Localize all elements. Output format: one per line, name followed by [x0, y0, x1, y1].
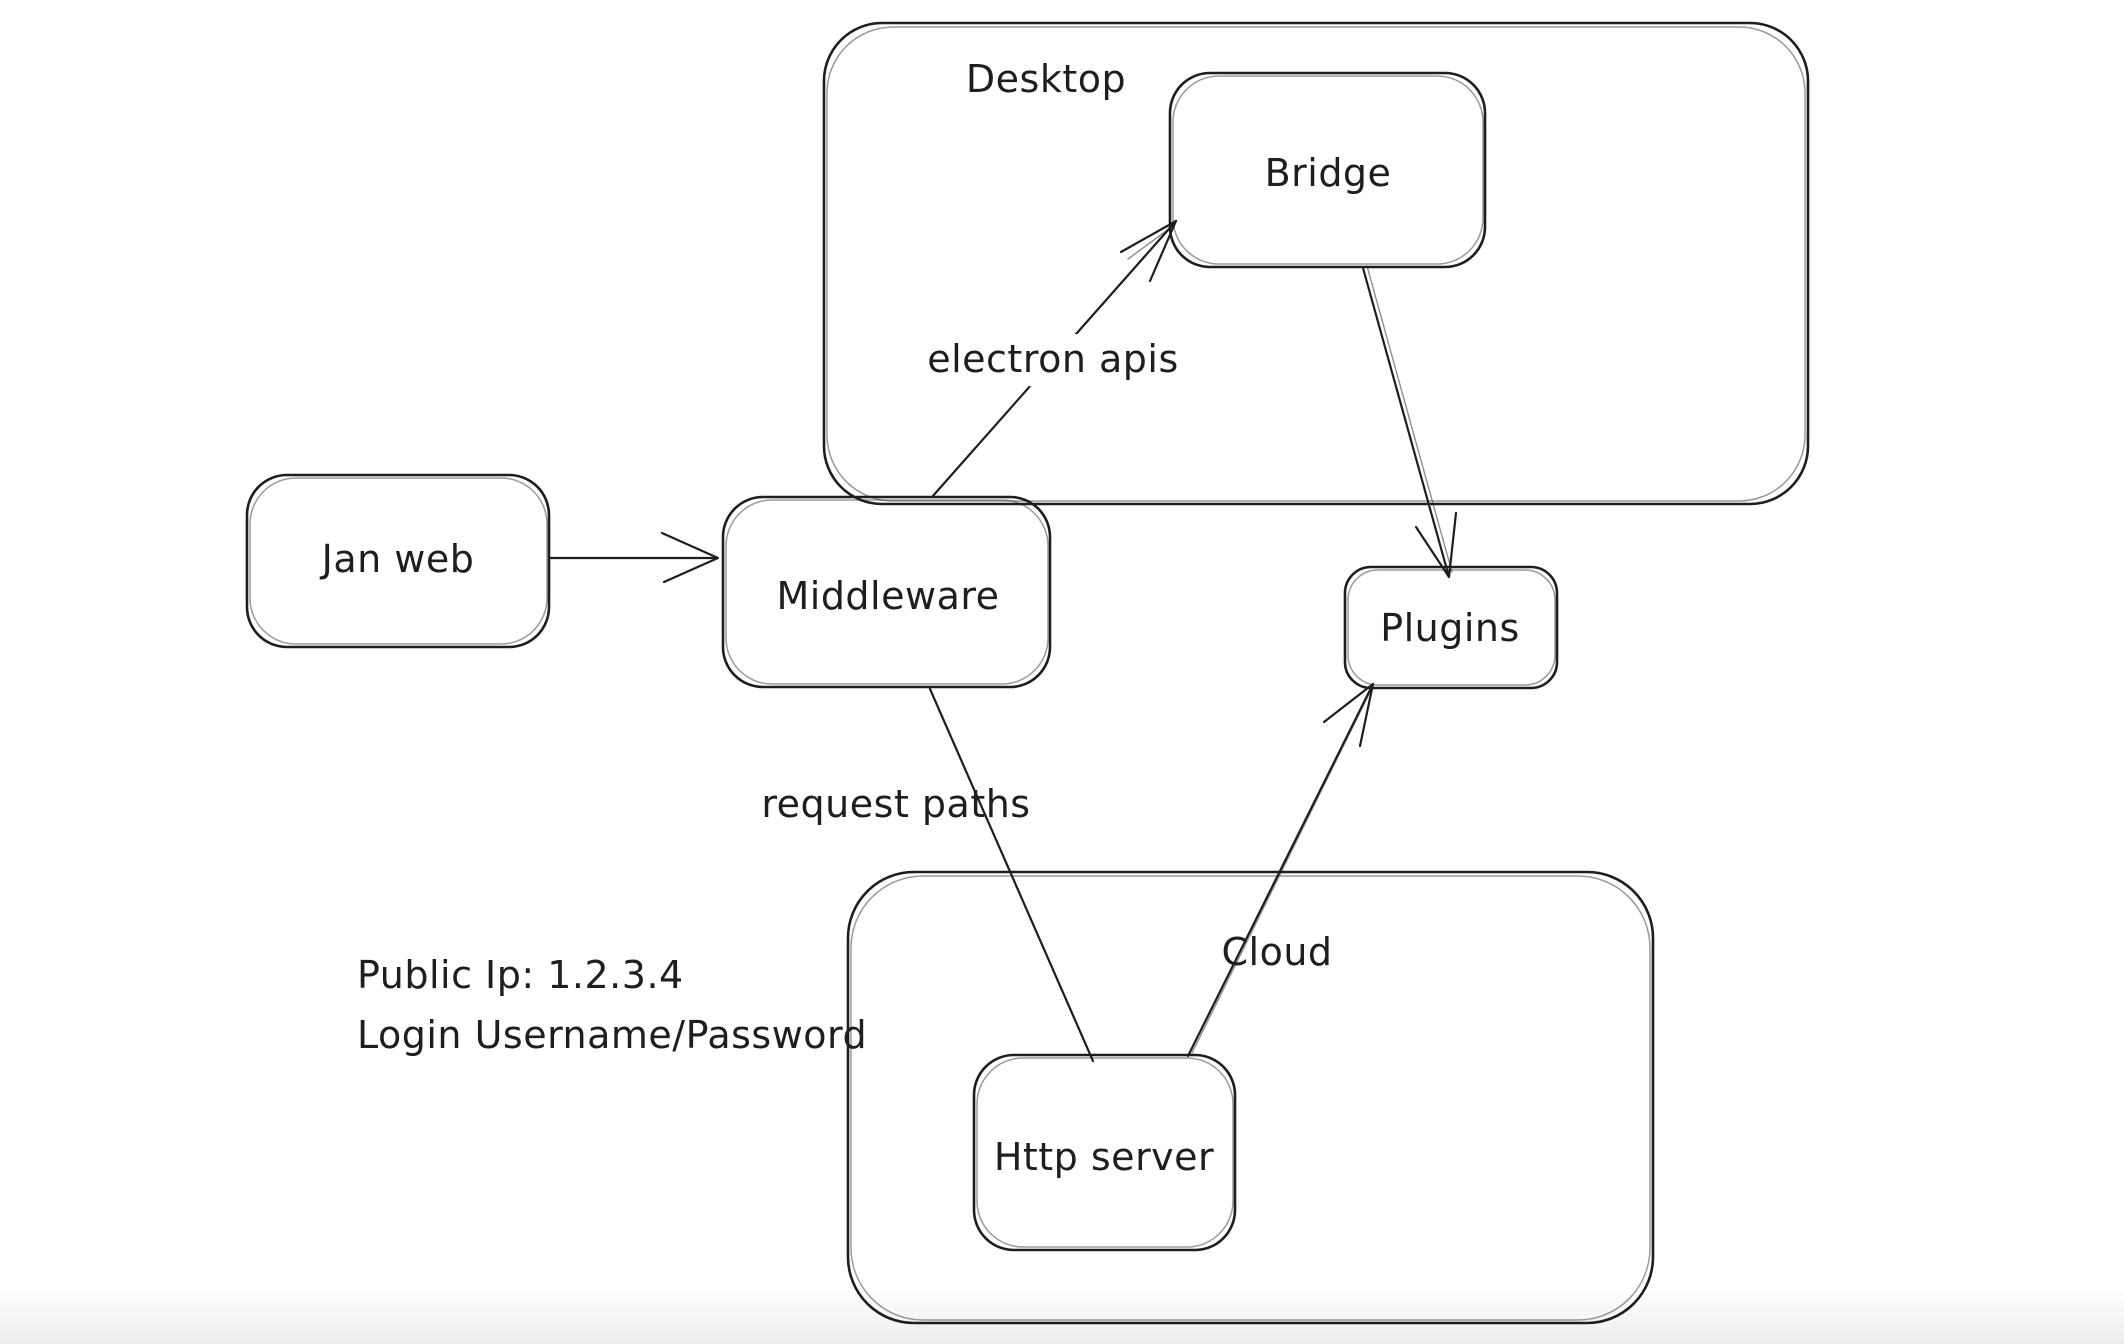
arrow-bridge-to-plugins-line: [1361, 266, 1451, 579]
cloud-container-rect-sketch: [850, 875, 1651, 1321]
jan-web-box[interactable]: [245, 473, 551, 649]
http-server-box[interactable]: [972, 1053, 1237, 1252]
bridge-label: Bridge: [1264, 151, 1392, 196]
middleware-label: Middleware: [776, 574, 1000, 619]
line-middleware-to-http-server[interactable]: [928, 687, 1095, 1063]
public-ip-text: Public Ip: 1.2.3.4: [357, 953, 684, 997]
desktop-container-rect: [822, 21, 1810, 506]
arrow-bridge-to-plugins-line-sketch: [1366, 265, 1453, 573]
arrow-jan-web-to-middleware-head: [660, 531, 720, 584]
arrow-jan-web-to-middleware[interactable]: [547, 531, 720, 584]
arrow-middleware-to-bridge-head-sketch: [1127, 225, 1174, 260]
arrow-http-server-to-plugins[interactable]: [1186, 682, 1375, 1058]
desktop-label: Desktop: [965, 57, 1127, 102]
arrow-middleware-to-bridge-head: [1119, 219, 1178, 283]
cloud-container-rect: [846, 870, 1655, 1325]
arrow-http-server-to-plugins-head: [1322, 682, 1375, 748]
bridge-rect: [1168, 71, 1487, 269]
jan-web-rect: [245, 473, 551, 649]
jan-web-rect-sketch: [249, 477, 548, 645]
bridge-rect-sketch: [1172, 75, 1484, 265]
http-server-rect: [972, 1053, 1237, 1252]
arrow-bridge-to-plugins[interactable]: [1361, 265, 1458, 579]
electron-apis-edge-label[interactable]: electron apis: [917, 334, 1189, 386]
plugins-label: Plugins: [1380, 606, 1520, 651]
login-text: Login Username/Password: [357, 1013, 868, 1057]
http-server-rect-sketch: [976, 1057, 1234, 1248]
arrow-bridge-to-plugins-head: [1414, 511, 1458, 579]
credentials-annotation[interactable]: Public Ip: 1.2.3.4 Login Username/Passwo…: [357, 945, 867, 1065]
line-middleware-to-http-server-line: [928, 687, 1095, 1063]
http-server-label: Http server: [993, 1135, 1215, 1180]
middleware-box[interactable]: [721, 495, 1052, 689]
desktop-container-box[interactable]: [822, 21, 1810, 506]
jan-web-label: Jan web: [321, 537, 475, 582]
middleware-rect-sketch: [725, 499, 1049, 685]
cloud-container-box[interactable]: [846, 870, 1655, 1325]
arrow-http-server-to-plugins-line: [1186, 682, 1375, 1058]
cloud-label: Cloud: [1221, 930, 1333, 975]
bridge-box[interactable]: [1168, 71, 1487, 269]
middleware-rect: [721, 495, 1052, 689]
arrow-http-server-to-plugins-line-sketch: [1191, 691, 1371, 1054]
request-paths-edge-label[interactable]: request paths: [761, 782, 1031, 827]
desktop-container-rect-sketch: [826, 26, 1806, 502]
